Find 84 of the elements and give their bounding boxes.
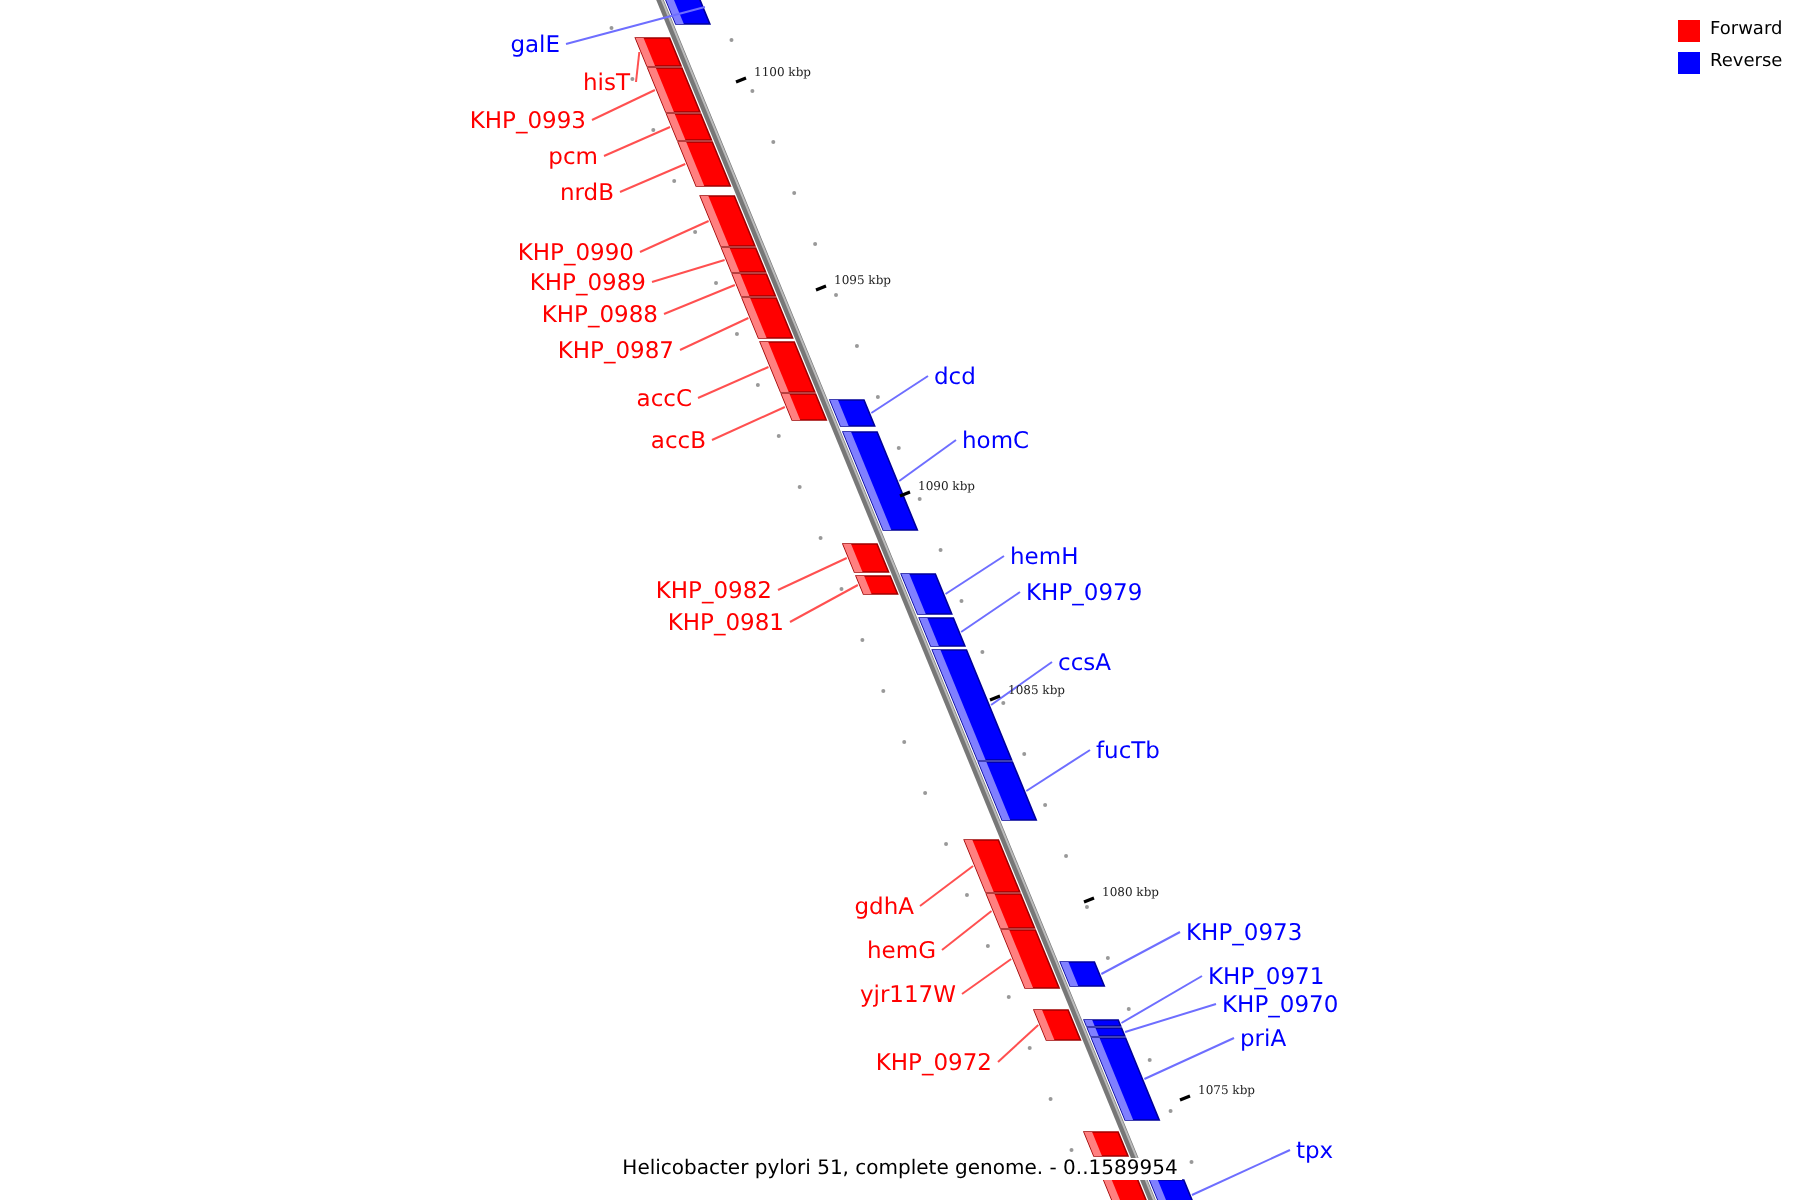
gene-label: KHP_0970 (1222, 990, 1339, 1018)
gene-block (828, 399, 876, 427)
gene-label: accB (650, 426, 706, 454)
gene-block (1086, 1027, 1126, 1037)
leader-line (944, 555, 1005, 595)
gene-block (1000, 929, 1061, 989)
gene-block (918, 617, 967, 647)
gene-label: KHP_0987 (557, 336, 674, 364)
gene-block (985, 893, 1036, 929)
gene-label: KHP_0993 (469, 106, 586, 134)
gene-label: KHP_0989 (529, 268, 646, 296)
leader-line (1120, 975, 1203, 1024)
gene-label: priA (1240, 1024, 1287, 1052)
gene-block (977, 761, 1038, 821)
gene-block (1032, 1009, 1082, 1041)
leader-line (635, 51, 641, 83)
gene-block (780, 393, 828, 421)
gene-label: pcm (548, 142, 598, 170)
gene-block (634, 37, 683, 67)
gene-label: accC (636, 384, 692, 412)
leader-line (870, 375, 929, 414)
leader-line (1143, 1037, 1235, 1080)
gene-block (963, 839, 1021, 893)
gene-block (1059, 961, 1106, 987)
leader-line (960, 591, 1021, 633)
leader-line (990, 661, 1053, 706)
gene-label: dcd (934, 362, 976, 390)
gene-block (646, 67, 702, 113)
gene-label: KHP_0981 (667, 608, 784, 636)
leader-line (651, 259, 726, 283)
leader-line (697, 366, 770, 399)
gene-block (931, 649, 1013, 761)
gene-label: homC (962, 426, 1030, 454)
gene-block (677, 141, 732, 187)
leader-line (919, 865, 975, 907)
gene-block (1148, 1179, 1198, 1200)
leader-line (565, 6, 706, 45)
gene-label: hisT (583, 68, 630, 96)
leader-line (1190, 1149, 1291, 1196)
leader-line (997, 1024, 1040, 1063)
leader-line (663, 284, 736, 315)
gene-label: KHP_0990 (517, 238, 634, 266)
legend-label: Forward (1710, 18, 1783, 44)
leader-line (961, 958, 1013, 995)
leader-line (639, 220, 710, 253)
gene-block (1082, 1131, 1130, 1157)
gene-block (665, 113, 713, 141)
gene-block (660, 0, 712, 25)
leader-line (898, 439, 957, 482)
gene-label: hemH (1010, 542, 1079, 570)
gene-label: gdhA (854, 892, 914, 920)
gene-block (1083, 1019, 1122, 1027)
gene-label: galE (510, 30, 560, 58)
gene-label: nrdB (559, 178, 614, 206)
leader-line (1100, 931, 1181, 975)
leader-line (941, 910, 993, 951)
leader-line (679, 317, 750, 351)
gene-label: KHP_0988 (541, 300, 658, 328)
caption: Helicobacter pylori 51, complete genome. - 0..1589954 (618, 1158, 1182, 1180)
gene-label: fucTb (1096, 736, 1160, 764)
leader-line (603, 126, 672, 157)
leader-line (711, 406, 786, 441)
leader-line (789, 584, 859, 623)
leader-line (777, 557, 848, 591)
gene-label: KHP_0971 (1208, 962, 1325, 990)
gene-label: KHP_0972 (875, 1048, 992, 1076)
gene-block (731, 273, 777, 297)
gene-label: yjr117W (859, 980, 956, 1008)
leader-line (619, 163, 687, 193)
leader-line (1025, 749, 1091, 792)
gene-label: hemG (867, 936, 936, 964)
gene-label: tpx (1296, 1136, 1334, 1164)
gene-block (841, 543, 890, 573)
gene-block (900, 573, 953, 615)
leader-line (591, 89, 656, 121)
gene-block (720, 247, 767, 273)
gene-block (841, 431, 919, 531)
gene-label: ccsA (1058, 648, 1112, 676)
legend-label: Reverse (1710, 50, 1783, 76)
gene-label: KHP_0979 (1026, 578, 1143, 606)
gene-block (854, 575, 899, 595)
gene-label: KHP_0973 (1186, 918, 1303, 946)
gene-label: KHP_0982 (655, 576, 772, 604)
leader-line (1124, 1003, 1217, 1033)
